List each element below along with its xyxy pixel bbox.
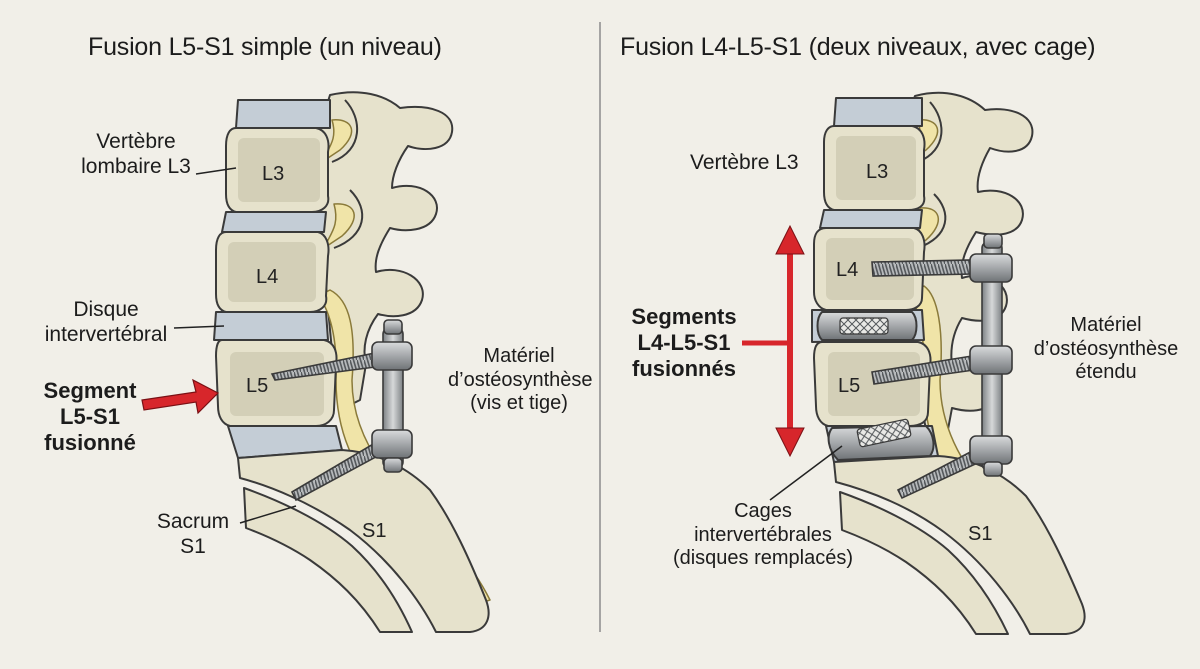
right-vertebra-l5: L5 <box>838 375 861 397</box>
left-label-segment-fused: Segment L5-S1 fusionné <box>43 378 137 455</box>
right-panel-title: Fusion L4-L5-S1 (deux niveaux, avec cage… <box>620 33 1096 61</box>
right-screw-l4 <box>871 259 974 277</box>
left-label-hardware: Matériel d’ostéosynthèse (vis et tige) <box>448 345 593 415</box>
right-label-segments-fused: Segments L4-L5-S1 fusionnés <box>631 304 737 381</box>
right-vertebra-l4: L4 <box>836 259 859 281</box>
left-red-arrow <box>141 378 220 415</box>
left-vertebra-l3: L3 <box>262 163 285 185</box>
left-panel-title: Fusion L5-S1 simple (un niveau) <box>88 33 442 61</box>
right-sacrum <box>833 455 1086 635</box>
left-leaders <box>173 167 297 524</box>
left-vertebra-l4: L4 <box>256 266 279 288</box>
right-spine <box>811 91 1086 635</box>
right-vertebra-l3: L3 <box>866 161 889 183</box>
right-leaders <box>769 445 843 501</box>
left-vertebra-l5: L5 <box>246 375 269 397</box>
right-hardware <box>871 233 1013 500</box>
right-label-hardware: Matériel d’ostéosynthèse étendu <box>1033 314 1179 384</box>
right-vertebra-s1: S1 <box>968 523 993 545</box>
right-label-l3-vertebra: Vertèbre L3 <box>690 151 799 174</box>
left-spine <box>213 91 491 633</box>
left-hardware <box>270 319 413 502</box>
left-label-l3-vertebra: Vertèbre lombaire L3 <box>81 130 191 178</box>
left-label-disc: Disque intervertébral <box>44 298 168 346</box>
left-label-sacrum: Sacrum S1 <box>156 510 230 558</box>
right-red-double-arrow <box>742 224 805 458</box>
left-vertebra-s1: S1 <box>362 520 387 542</box>
right-label-cages: Cages intervertébrales (disques remplacé… <box>672 500 854 570</box>
